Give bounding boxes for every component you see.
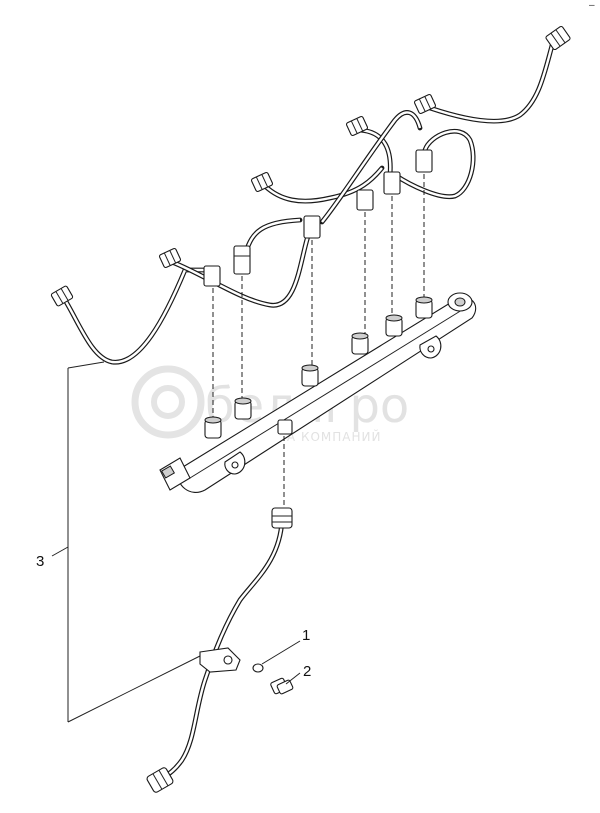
pipe-nuts-upper (50, 25, 571, 307)
callout-1: 1 (302, 627, 310, 644)
corner-mark: – (589, 0, 595, 11)
assembly-lines-upper (212, 174, 425, 425)
washer (252, 663, 264, 673)
supply-pipe (146, 507, 293, 793)
pipe-set-bracket (51, 361, 203, 723)
callout-3: 3 (36, 553, 44, 570)
injector-pipes-upper (62, 39, 556, 365)
rail-side-nuts (203, 149, 433, 287)
bolt (270, 677, 294, 695)
callout-2: 2 (303, 663, 311, 680)
common-rail (159, 292, 477, 493)
clamp-assembly (199, 640, 301, 695)
